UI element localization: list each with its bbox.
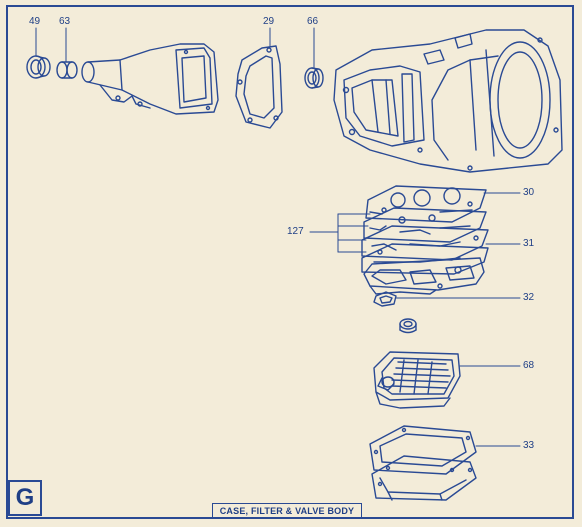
callout-29: 29: [263, 16, 275, 27]
part-32-gasket: [373, 291, 397, 307]
part-66-seal: [304, 67, 324, 89]
callout-32: 32: [523, 292, 535, 303]
diagram-title: CASE, FILTER & VALVE BODY: [219, 506, 355, 516]
part-29-gasket: [235, 45, 283, 129]
part-33-pan-gasket: [369, 425, 477, 475]
callout-127: 127: [287, 226, 304, 237]
callout-33: 33: [523, 440, 535, 451]
part-68-filter: [373, 351, 461, 409]
callout-leaders: [35, 27, 521, 447]
section-letter: G: [15, 484, 35, 511]
part-49-seal: [26, 55, 51, 79]
callout-63: 63: [59, 16, 71, 27]
callout-66: 66: [307, 16, 319, 27]
diagram-title-box: CASE, FILTER & VALVE BODY: [212, 503, 362, 519]
valve-body-assembly: [361, 185, 489, 295]
callout-31: 31: [523, 238, 535, 249]
extension-housing: [81, 43, 219, 115]
callout-30: 30: [523, 187, 535, 198]
oil-pan: [371, 455, 477, 501]
callout-68: 68: [523, 360, 535, 371]
part-63-bushing: [56, 61, 78, 79]
section-letter-box: G: [8, 480, 42, 516]
transmission-case: [333, 29, 563, 173]
filter-seal: [399, 318, 417, 334]
callout-49: 49: [29, 16, 41, 27]
